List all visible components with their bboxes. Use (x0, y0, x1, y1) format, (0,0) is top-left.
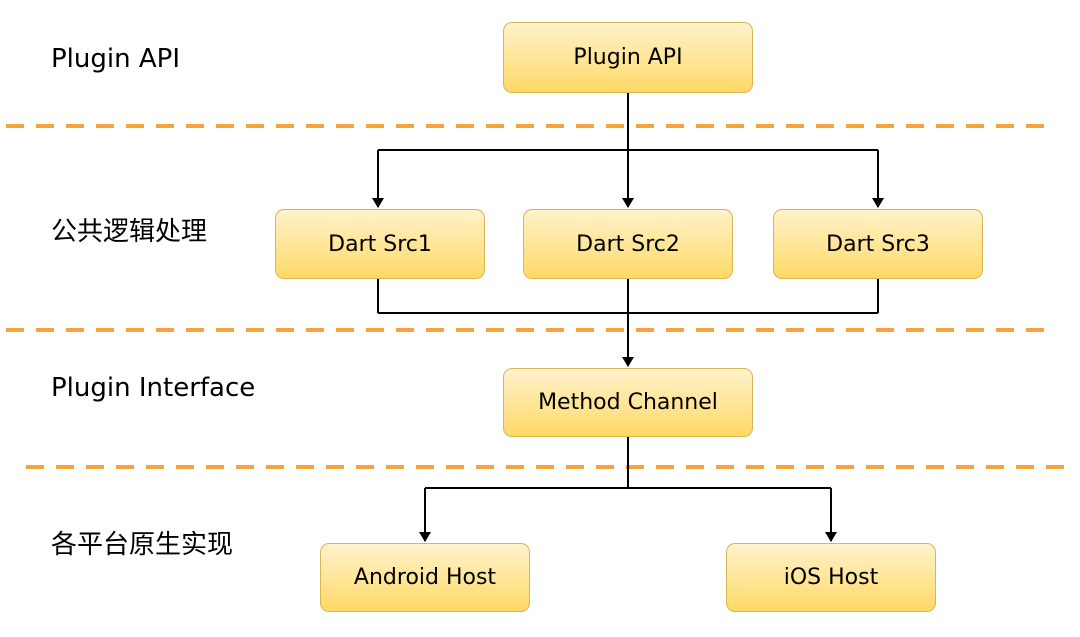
layer-label-common-logic: 公共逻辑处理 (51, 217, 208, 247)
layer-label-plugin-interface: Plugin Interface (51, 373, 256, 403)
layer-label-native-impl: 各平台原生实现 (51, 530, 234, 560)
node-method-channel: Method Channel (503, 368, 753, 437)
node-ios-host: iOS Host (726, 543, 936, 612)
node-android-host: Android Host (320, 543, 530, 612)
node-dart-src3: Dart Src3 (773, 209, 983, 279)
node-dart-src2: Dart Src2 (523, 209, 733, 279)
node-dart-src1: Dart Src1 (275, 209, 485, 279)
layer-label-plugin-api: Plugin API (51, 44, 180, 74)
node-plugin-api: Plugin API (503, 22, 753, 93)
